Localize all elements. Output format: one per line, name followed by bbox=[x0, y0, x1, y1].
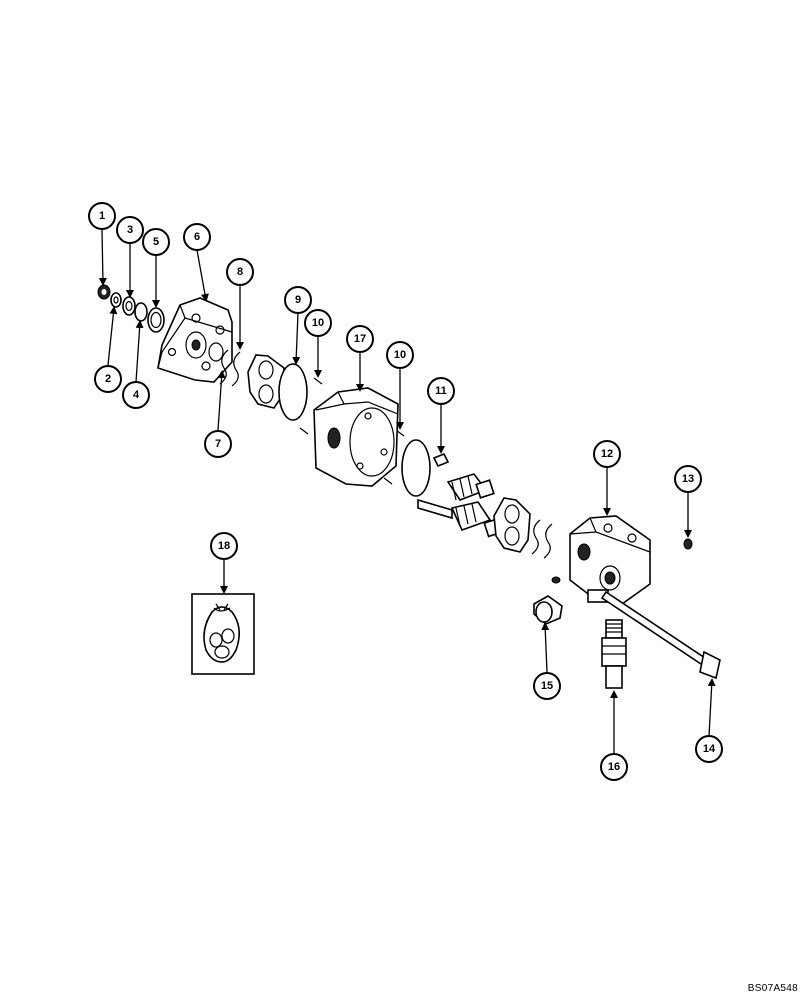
svg-text:10: 10 bbox=[312, 317, 324, 329]
callout-11: 11 bbox=[427, 377, 455, 405]
callout-3: 3 bbox=[116, 216, 144, 244]
callout-8: 8 bbox=[226, 258, 254, 286]
leader-lines bbox=[98, 229, 716, 753]
svg-text:3: 3 bbox=[127, 224, 133, 236]
svg-text:1: 1 bbox=[99, 210, 105, 222]
part-rear-cover bbox=[569, 515, 651, 605]
callout-1: 1 bbox=[88, 202, 116, 230]
callout-7: 7 bbox=[204, 430, 232, 458]
callout-4: 4 bbox=[122, 381, 150, 409]
callout-9: 9 bbox=[284, 286, 312, 314]
callout-12: 12 bbox=[593, 440, 621, 468]
callout-6: 6 bbox=[183, 223, 211, 251]
part-lock-washer bbox=[110, 292, 122, 308]
svg-text:17: 17 bbox=[354, 333, 366, 345]
part-o-ring-rear bbox=[401, 439, 431, 497]
svg-text:14: 14 bbox=[703, 743, 716, 755]
svg-text:10: 10 bbox=[394, 349, 406, 361]
part-seal-e-1 bbox=[219, 349, 241, 387]
part-seal bbox=[147, 307, 165, 333]
callout-15: 15 bbox=[533, 672, 561, 700]
part-washer bbox=[122, 296, 136, 316]
part-drive-shaft bbox=[417, 498, 507, 538]
callout-5: 5 bbox=[142, 228, 170, 256]
svg-text:16: 16 bbox=[608, 761, 620, 773]
svg-text:18: 18 bbox=[218, 540, 230, 552]
svg-text:12: 12 bbox=[601, 448, 613, 460]
callout-10a: 10 bbox=[304, 309, 332, 337]
callout-18: 18 bbox=[210, 532, 238, 560]
svg-text:9: 9 bbox=[295, 294, 301, 306]
svg-text:13: 13 bbox=[682, 473, 694, 485]
part-plug bbox=[533, 595, 563, 625]
part-seal-e-2 bbox=[531, 519, 553, 559]
part-nut bbox=[97, 284, 111, 300]
part-bearing-block-front bbox=[247, 354, 285, 409]
callout-10b: 10 bbox=[386, 341, 414, 369]
svg-text:4: 4 bbox=[133, 389, 140, 401]
callout-14: 14 bbox=[695, 735, 723, 763]
svg-text:6: 6 bbox=[194, 231, 200, 243]
part-front-cover bbox=[157, 297, 233, 383]
part-relief-valve bbox=[601, 619, 627, 689]
svg-text:7: 7 bbox=[215, 438, 221, 450]
part-pump-body bbox=[313, 387, 399, 487]
part-key bbox=[432, 452, 450, 468]
part-small-pin bbox=[551, 576, 561, 584]
part-bearing-block-rear bbox=[493, 497, 531, 553]
part-bolt bbox=[600, 590, 721, 680]
part-snap-ring bbox=[134, 302, 148, 322]
callout-13: 13 bbox=[674, 465, 702, 493]
svg-text:11: 11 bbox=[435, 385, 447, 397]
callout-2: 2 bbox=[94, 365, 122, 393]
svg-text:5: 5 bbox=[153, 236, 159, 248]
svg-text:15: 15 bbox=[541, 680, 553, 692]
seal-kit-box bbox=[191, 593, 255, 675]
part-driven-gear bbox=[446, 473, 495, 501]
callout-17: 17 bbox=[346, 325, 374, 353]
callout-16: 16 bbox=[600, 753, 628, 781]
bag-icon bbox=[203, 603, 240, 663]
part-plug-small bbox=[683, 538, 693, 550]
part-o-ring-front bbox=[278, 363, 308, 421]
svg-text:8: 8 bbox=[237, 266, 243, 278]
svg-text:2: 2 bbox=[105, 373, 111, 385]
drawing-reference: BS07A548 bbox=[747, 983, 798, 994]
